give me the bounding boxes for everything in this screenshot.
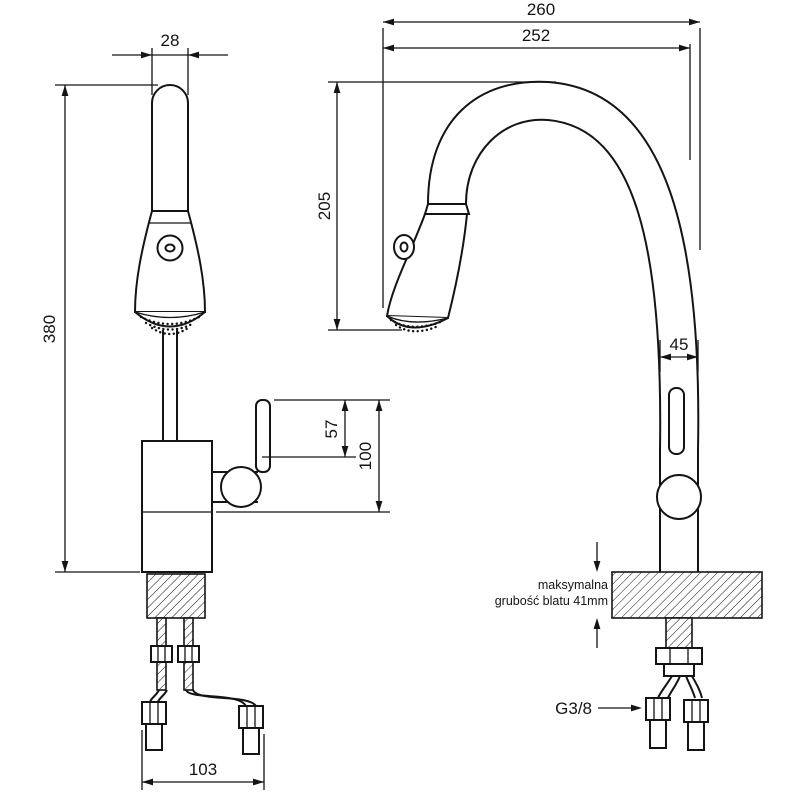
dim-handle-upper: 57	[262, 399, 390, 458]
dim-spout-width: 28	[112, 31, 228, 95]
spout-outer-curve	[427, 80, 700, 572]
threaded-shank	[146, 573, 206, 619]
under-counter-hardware	[645, 617, 709, 751]
hose-fitting	[683, 699, 709, 723]
spray-button-side-dot	[399, 241, 409, 253]
dim-label-spout-reach: 252	[522, 26, 550, 45]
dim-counter-thickness: maksymalna grubość blatu 41mm	[495, 542, 608, 648]
handle-assembly	[212, 399, 271, 508]
dim-spout-height: 205	[315, 81, 556, 331]
neck-pipe	[162, 330, 178, 444]
handle-joint	[220, 466, 262, 508]
counter-note-line1: maksymalna	[538, 578, 608, 592]
hose-fitting	[141, 701, 167, 725]
faucet-body	[141, 440, 213, 573]
dim-label-total-height: 380	[40, 315, 59, 343]
ball-joint	[656, 474, 702, 520]
supply-hoses	[141, 689, 264, 755]
dim-body-depth: 45	[659, 335, 699, 372]
dim-handle-total: 100	[216, 400, 390, 513]
spray-face-rim	[134, 311, 206, 319]
dim-total-height: 380	[40, 84, 158, 573]
thread-size-callout: G3/8	[555, 699, 642, 718]
shank-nut	[655, 647, 703, 665]
mounting-nut	[150, 645, 173, 663]
side-view: 260 252 205 45	[315, 0, 763, 751]
wand-tube	[151, 84, 189, 212]
handle-lever	[255, 399, 271, 473]
hose-fitting-stem	[649, 719, 667, 749]
dim-overall-depth: 260	[382, 0, 701, 308]
threaded-shank-side	[665, 617, 693, 649]
dim-label-hose-spread: 103	[189, 760, 217, 779]
dim-spout-reach: 252	[383, 26, 691, 160]
dim-hose-spread: 103	[141, 730, 265, 790]
front-view: 28 380 57 100	[40, 31, 390, 790]
dim-label-body-depth: 45	[670, 335, 689, 354]
hose-fitting-stem	[145, 723, 163, 751]
spray-button-side-icon	[393, 234, 415, 260]
dim-label-overall-depth: 260	[527, 0, 555, 19]
mounting-nut	[177, 645, 200, 663]
counter-note-line2: grubość blatu 41mm	[495, 594, 608, 608]
spray-button-dot	[164, 243, 176, 253]
spray-head-cone-side	[385, 213, 469, 320]
countertop-section	[611, 571, 763, 619]
dim-label-spout-width: 28	[161, 31, 180, 50]
hose-fitting	[238, 705, 264, 729]
spout-inner-curve	[465, 118, 662, 572]
spray-face-dots	[139, 315, 201, 336]
mounting-hardware	[150, 617, 200, 691]
spray-face-side-dots	[389, 318, 445, 333]
hose-fitting	[645, 697, 671, 721]
hose-fitting-stem	[242, 727, 260, 755]
spray-head-side	[385, 203, 471, 333]
dim-label-handle-total: 100	[356, 442, 375, 470]
handle-lever-side	[668, 387, 685, 455]
spray-face-side-rim	[386, 315, 449, 323]
thread-size-label: G3/8	[555, 699, 592, 718]
dim-label-spout-height: 205	[315, 192, 334, 220]
spray-button-icon	[156, 234, 184, 262]
shank-collar	[663, 663, 695, 677]
hose-fitting-stem	[687, 721, 705, 751]
dim-label-handle-upper: 57	[322, 420, 341, 439]
